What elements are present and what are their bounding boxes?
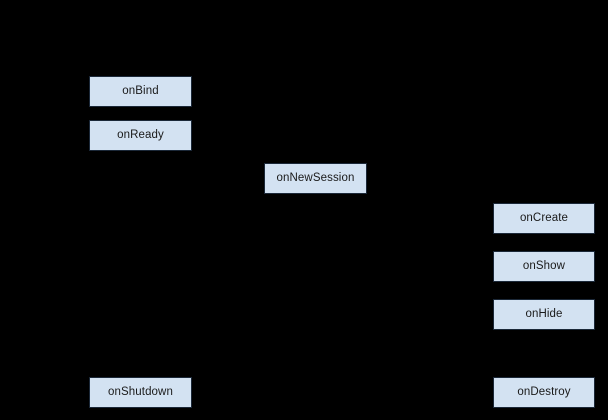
node-ondestroy[interactable]: onDestroy (493, 377, 595, 408)
node-label-onnewsession: onNewSession (276, 171, 355, 184)
edge-group (140, 107, 545, 393)
node-label-onshow: onShow (522, 259, 566, 272)
edge-onready-to-onnewsession (140, 151, 264, 179)
node-label-ondestroy: onDestroy (517, 385, 571, 398)
node-label-oncreate: onCreate (519, 211, 569, 224)
node-onhide[interactable]: onHide (493, 299, 595, 330)
edge-onnewsession-to-oncreate (367, 178, 545, 203)
node-onbind[interactable]: onBind (89, 76, 192, 107)
node-label-onbind: onBind (122, 84, 159, 97)
node-onshow[interactable]: onShow (493, 251, 595, 282)
node-onshutdown[interactable]: onShutdown (89, 377, 192, 408)
node-onnewsession[interactable]: onNewSession (264, 163, 367, 194)
node-oncreate[interactable]: onCreate (493, 203, 595, 234)
node-label-onhide: onHide (525, 307, 563, 320)
node-onready[interactable]: onReady (89, 120, 192, 151)
node-label-onshutdown: onShutdown (108, 385, 173, 398)
node-label-onready: onReady (117, 128, 164, 141)
